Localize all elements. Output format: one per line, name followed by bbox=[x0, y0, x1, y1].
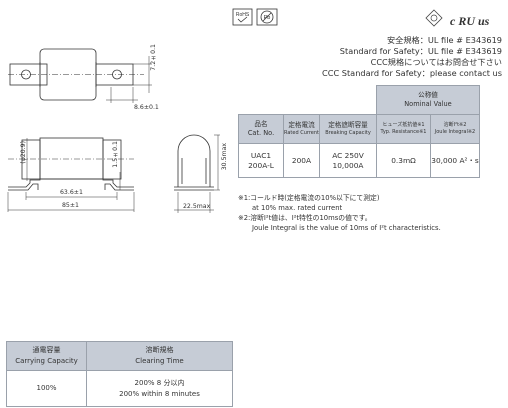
dim-1-5: 1.5±0.1 bbox=[112, 141, 119, 168]
cell-joule: 30,000 A²・s bbox=[430, 143, 480, 178]
dim-63-6: 63.6±1 bbox=[60, 189, 83, 196]
ul-mark-icon: c RU us bbox=[425, 9, 490, 28]
svg-text:Pb: Pb bbox=[264, 15, 271, 21]
dim-7-2: 7.2±0.1 bbox=[150, 44, 157, 71]
cell-resistance: 0.3mΩ bbox=[376, 143, 431, 178]
svg-text:RoHS: RoHS bbox=[236, 12, 250, 18]
standard-line-1: 安全規格：UL file # E343619 bbox=[386, 35, 502, 45]
dim-22-5max: 22.5max bbox=[183, 203, 211, 210]
nominal-value-header: 公称値 Nominal Value bbox=[376, 85, 480, 115]
cell-cat-no: UAC1 200A-L bbox=[238, 143, 284, 178]
lead-free-icon: Pb bbox=[256, 8, 278, 26]
dim-85: 85±1 bbox=[62, 202, 79, 209]
note-2-en: Joule Integral is the value of 10ms of I… bbox=[252, 224, 441, 232]
standard-line-2: Standard for Safety：UL file # E343619 bbox=[339, 46, 502, 56]
fuse-drawing bbox=[7, 48, 220, 213]
standard-line-3: CCC規格についてはお問合せ下さい bbox=[370, 57, 502, 67]
rohs-icon: RoHS bbox=[232, 8, 253, 26]
svg-text:c RU us: c RU us bbox=[450, 14, 490, 28]
dim-8-6: 8.6±0.1 bbox=[134, 104, 159, 111]
end-view bbox=[174, 134, 220, 213]
cell-carrying: 100% bbox=[6, 370, 87, 407]
standard-line-4: CCC Standard for Safety：please contact u… bbox=[322, 68, 502, 78]
note-2: ※2:溶断I²t値は、I²t特性の10msの値です。 bbox=[238, 214, 372, 222]
dim-30-5max: 30.5max bbox=[221, 143, 228, 171]
side-view bbox=[7, 137, 135, 212]
ccc-mark-icon bbox=[425, 9, 443, 27]
dim-phi-20-9: (φ20.9) bbox=[20, 141, 27, 164]
top-view bbox=[8, 48, 152, 103]
note-1-en: at 10% max. rated current bbox=[252, 204, 343, 212]
note-1: ※1:コールド時(定格電流の10%以下にて測定) bbox=[238, 194, 380, 202]
certification-icons: RoHS Pb bbox=[232, 8, 278, 26]
cell-rated-current: 200A bbox=[283, 143, 320, 178]
